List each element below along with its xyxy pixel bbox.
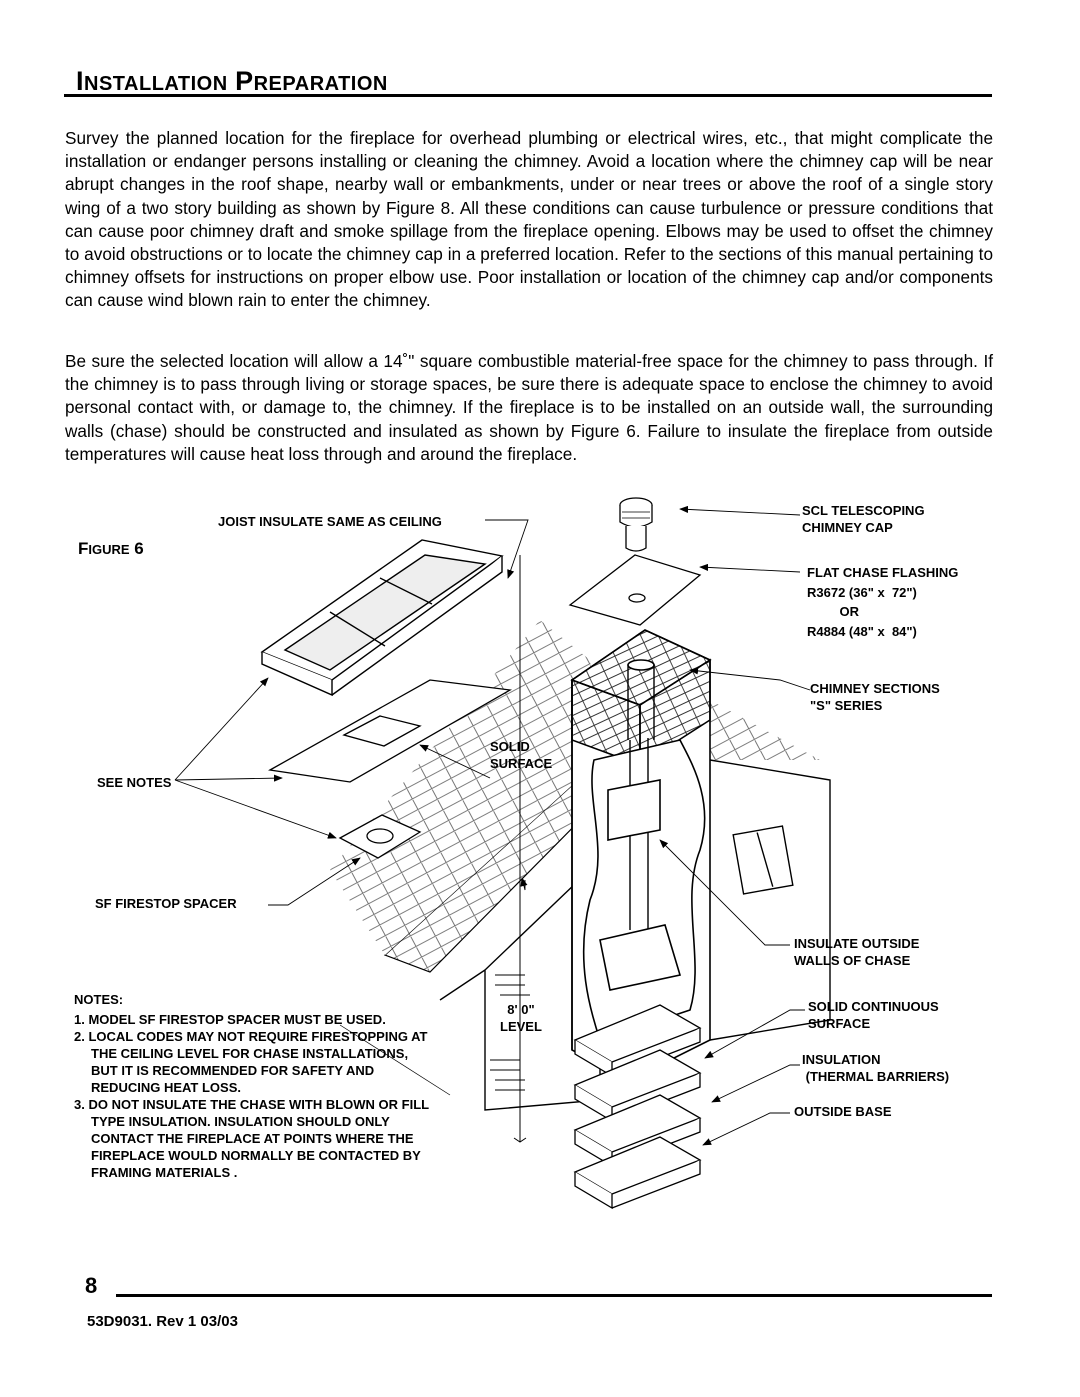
leader-lines — [174, 505, 811, 1146]
chase-flashing — [568, 554, 702, 626]
notes-heading: NOTES: — [74, 992, 124, 1007]
label-see-notes: SEE NOTES — [97, 775, 172, 790]
page-number: 8 — [85, 1273, 98, 1298]
label-solid-surface: SOLID SURFACE — [490, 739, 553, 771]
joist-frame — [260, 539, 504, 697]
label-insulate-outside: INSULATE OUTSIDE WALLS OF CHASE — [794, 936, 920, 968]
label-solid-continuous: SOLID CONTINUOUS SURFACE — [808, 999, 939, 1031]
paragraph-survey: Survey the planned location for the fire… — [65, 128, 993, 311]
figure-title: FIGURE 6 — [78, 539, 144, 558]
label-flashing: FLAT CHASE FLASHING R3672 (36" x 72") OR… — [807, 565, 959, 639]
footer-rule — [116, 1294, 992, 1297]
label-outside-base: OUTSIDE BASE — [794, 1104, 892, 1119]
document-number: 53D9031. Rev 1 03/03 — [87, 1313, 238, 1330]
paragraph-clearance: Be sure the selected location will allow… — [65, 351, 993, 464]
ceiling-panel — [268, 679, 513, 783]
label-chimney-sections: CHIMNEY SECTIONS "S" SERIES — [810, 681, 940, 713]
label-level: 8' 0" LEVEL — [500, 1002, 542, 1034]
chimney-cap — [619, 497, 653, 552]
roof — [330, 620, 820, 973]
note-item: 3. DO NOT INSULATE THE CHASE WITH BLOWN … — [74, 1097, 429, 1180]
label-scl-cap: SCL TELESCOPING CHIMNEY CAP — [802, 503, 925, 535]
page-title: INSTALLATION PREPARATION — [76, 66, 388, 96]
title-rule — [64, 94, 992, 97]
note-item: 1. MODEL SF FIRESTOP SPACER MUST BE USED… — [74, 1012, 386, 1027]
label-sf-firestop: SF FIRESTOP SPACER — [95, 896, 237, 911]
label-insulation: INSULATION (THERMAL BARRIERS) — [802, 1052, 950, 1084]
note-item: 2. LOCAL CODES MAY NOT REQUIRE FIRESTOPP… — [74, 1029, 428, 1095]
firestop-spacer — [338, 814, 422, 859]
base-layers — [573, 1004, 702, 1210]
label-joist: JOIST INSULATE SAME AS CEILING — [218, 514, 442, 529]
chase-enclosure — [570, 629, 712, 1081]
figure-notes: NOTES: 1. MODEL SF FIRESTOP SPACER MUST … — [74, 991, 431, 1181]
